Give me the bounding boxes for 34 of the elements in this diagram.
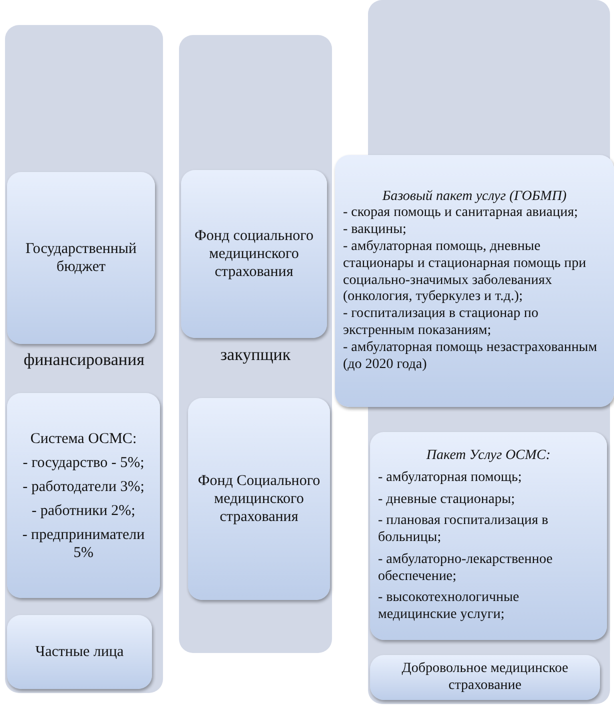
list-item: - дневные стационары; [378, 492, 516, 508]
rounded-box [335, 155, 614, 407]
rounded-box [7, 615, 152, 689]
rounded-box [370, 432, 607, 640]
rounded-box [188, 398, 330, 600]
rounded-box [370, 655, 600, 700]
list-item: - амбулаторная помощь незастрахованным (до 2020 года) [343, 340, 598, 374]
list-item: - амбулаторная помощь, дневные стационары и стационарная помощь при социально-значимых заболеваниях (онкология, туберкулез и т.д.); [343, 239, 588, 306]
list-item: - высокотехнологичные медицинские услуги; [378, 590, 520, 624]
column-panel [179, 35, 332, 653]
box-text: Добровольное медицинское страхование [400, 660, 570, 694]
column-panel [5, 25, 163, 693]
list-item: - предприниматели 5% [21, 526, 146, 562]
list-item: - амбулаторно-лекарственное обеспечение; [378, 552, 554, 586]
box-heading: Пакет Услуг ОСМС: [425, 448, 552, 465]
box-text: Фонд социального медицинского страхования [194, 227, 314, 281]
column-heading: финансирования [22, 350, 146, 370]
list-item: - скорая помощь и санитарная авиация; [343, 205, 579, 222]
list-item: - работники 2%; [30, 502, 136, 520]
column-heading: закупщик [219, 345, 292, 365]
rounded-box [7, 393, 160, 598]
rounded-box [181, 170, 327, 338]
list-item: - государство - 5%; [22, 454, 146, 472]
box-text: Фонд Социального медицинского страхования [196, 472, 322, 526]
box-text: Система ОСМС: [29, 430, 138, 448]
list-item: - вакцины; [343, 222, 408, 239]
list-item: - амбулаторная помощь; [378, 470, 523, 486]
rounded-box [7, 172, 155, 344]
box-heading: Базовый пакет услуг (ГОБМП) [381, 188, 568, 206]
list-item: - плановая госпитализация в больницы; [378, 513, 550, 547]
box-text: Государственный бюджет [24, 240, 138, 276]
list-item: - госпитализация в стационар по экстренным показаниям; [343, 306, 540, 340]
list-item: - работодатели 3%; [22, 478, 146, 496]
box-text: Частные лица [34, 643, 125, 661]
